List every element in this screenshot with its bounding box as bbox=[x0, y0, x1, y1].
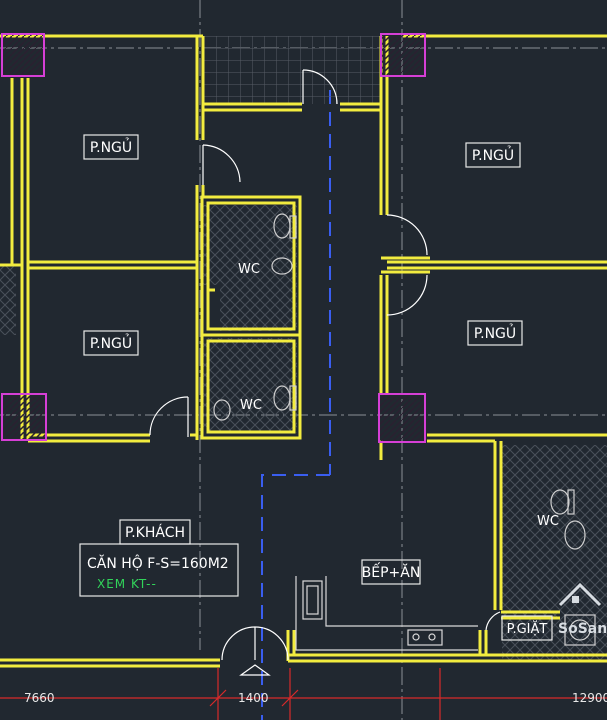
label-box-kitchen bbox=[361, 559, 421, 585]
label-box-bedroom-mid-left bbox=[83, 330, 139, 356]
room-label-kitchen: BẾP+ĂN bbox=[362, 562, 421, 581]
balcony-tile bbox=[203, 36, 381, 104]
dimension-left: 7660 bbox=[24, 691, 55, 705]
structural-columns bbox=[1, 33, 426, 443]
room-label-bedroom-top-right: P.NGỦ bbox=[472, 145, 514, 164]
room-label-laundry: P.GIẶT bbox=[507, 621, 548, 637]
label-box-bedroom-mid-right bbox=[467, 320, 523, 346]
apartment-info-box bbox=[79, 543, 239, 597]
room-label-living-room: P.KHÁCH bbox=[125, 524, 185, 541]
room-label-bedroom-top-left: P.NGỦ bbox=[90, 137, 132, 156]
apartment-note: XEM KT-- bbox=[97, 577, 157, 591]
watermark-logo: SoSan bbox=[558, 582, 607, 637]
apartment-title: CĂN HỘ F-S=160M2 bbox=[87, 554, 229, 572]
room-label-wc-upper: WC bbox=[238, 262, 260, 277]
sanitary-fixtures bbox=[213, 213, 596, 646]
door-swings bbox=[149, 69, 501, 676]
label-box-laundry bbox=[501, 615, 553, 641]
dimension-right: 12900 bbox=[572, 691, 607, 705]
room-label-wc-right: WC bbox=[537, 514, 559, 529]
label-box-bedroom-top-left bbox=[83, 134, 139, 160]
kitchen-counter bbox=[295, 576, 478, 651]
room-label-bedroom-mid-left: P.NGỦ bbox=[90, 333, 132, 352]
dimension-center: 1400 bbox=[238, 691, 269, 705]
blue-axis-lines bbox=[261, 90, 331, 720]
room-label-wc-lower: WC bbox=[240, 398, 262, 413]
walls bbox=[0, 34, 607, 668]
dimension-lines bbox=[0, 668, 607, 720]
room-label-bedroom-mid-right: P.NGỦ bbox=[474, 323, 516, 342]
label-box-bedroom-top-right bbox=[465, 142, 521, 168]
watermark-text: SoSan bbox=[558, 621, 607, 637]
